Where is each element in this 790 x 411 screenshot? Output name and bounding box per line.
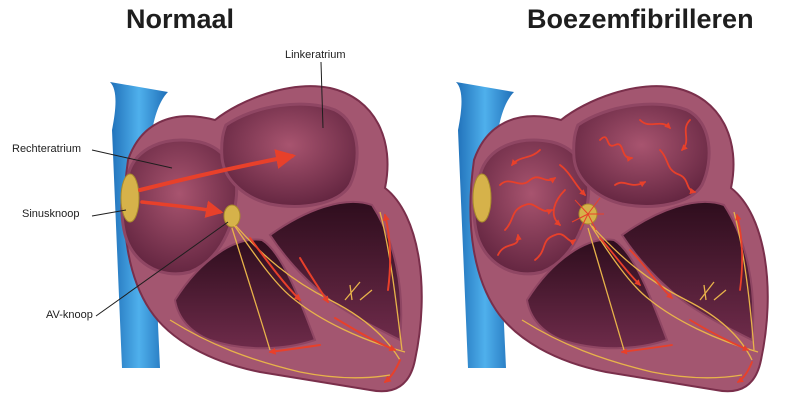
left-atrium-chamber [574, 104, 709, 206]
sinus-node [473, 174, 491, 222]
label-right-atrium: Rechteratrium [12, 143, 81, 155]
sinus-node [121, 174, 139, 222]
heart-normal [92, 62, 422, 391]
label-sinus-node: Sinusknoop [22, 208, 80, 220]
label-left-atrium: Linkeratrium [285, 49, 346, 61]
label-av-node: AV-knoop [46, 309, 93, 321]
heart-afib [456, 82, 768, 391]
